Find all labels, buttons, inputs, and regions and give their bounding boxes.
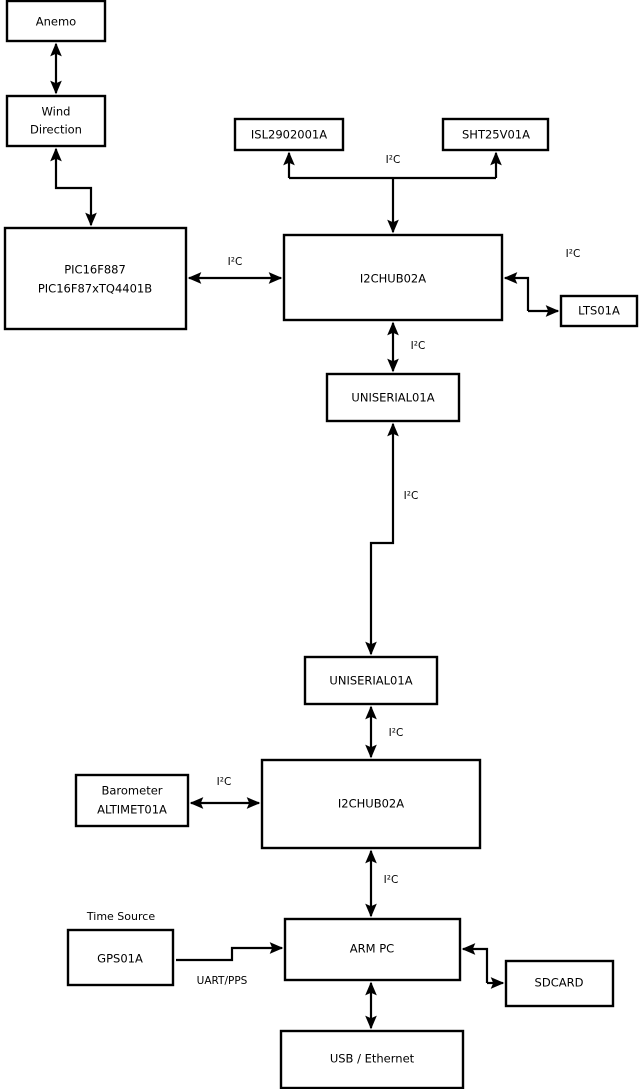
edge-label-uniserial-link: I²C bbox=[404, 490, 419, 502]
node-sht25v01a-label: SHT25V01A bbox=[462, 128, 530, 142]
node-isl2902001a[interactable]: ISL2902001A bbox=[233, 117, 345, 152]
node-uniserial01a-top[interactable]: UNISERIAL01A bbox=[325, 372, 461, 423]
edge-gps-armpc bbox=[176, 942, 284, 962]
node-pic-label-line2: PIC16F87xTQ4401B bbox=[38, 282, 152, 296]
edge-label-barometer-hub: I²C bbox=[217, 776, 232, 788]
node-arm-pc[interactable]: ARM PC bbox=[283, 917, 462, 982]
node-i2chub02a-top[interactable]: I2CHUB02A bbox=[282, 233, 504, 322]
node-wind-direction-label-line1: Wind bbox=[42, 105, 71, 119]
connector-layer bbox=[50, 42, 560, 1030]
node-i2chub02a-bottom-label: I2CHUB02A bbox=[338, 797, 404, 811]
node-lts01a-label: LTS01A bbox=[578, 304, 620, 318]
node-barometer-label-line2: ALTIMET01A bbox=[97, 803, 167, 817]
node-gps01a-label: GPS01A bbox=[97, 952, 143, 966]
edge-winddirection-pic bbox=[50, 147, 97, 227]
node-sdcard[interactable]: SDCARD bbox=[504, 959, 615, 1008]
node-isl2902001a-label: ISL2902001A bbox=[251, 128, 327, 142]
node-sdcard-label: SDCARD bbox=[535, 976, 584, 990]
node-pic[interactable]: PIC16F887 PIC16F87xTQ4401B bbox=[3, 226, 188, 331]
node-gps01a[interactable]: GPS01A bbox=[66, 928, 175, 987]
node-sht25v01a[interactable]: SHT25V01A bbox=[441, 117, 550, 152]
edge-uniserial-link bbox=[365, 422, 399, 656]
edge-label-hub-bottom-arm: I²C bbox=[384, 874, 399, 886]
node-barometer-label-line1: Barometer bbox=[101, 784, 162, 798]
node-i2chub02a-top-label: I2CHUB02A bbox=[360, 272, 426, 286]
node-uniserial01a-bottom-label: UNISERIAL01A bbox=[329, 674, 412, 688]
node-wind-direction-label-line2: Direction bbox=[30, 123, 82, 137]
edge-armpc-sdcard-in bbox=[461, 943, 489, 983]
edge-label-hub-uniserial: I²C bbox=[411, 340, 426, 352]
node-i2chub02a-bottom[interactable]: I2CHUB02A bbox=[260, 758, 482, 850]
edge-label-hub-lts: I²C bbox=[566, 248, 581, 260]
node-arm-pc-label: ARM PC bbox=[350, 942, 394, 956]
node-pic-label-line1: PIC16F887 bbox=[64, 263, 126, 277]
node-uniserial01a-top-label: UNISERIAL01A bbox=[351, 391, 434, 405]
edge-label-uniserial-hub-bottom: I²C bbox=[389, 727, 404, 739]
node-wind-direction[interactable]: Wind Direction bbox=[5, 94, 107, 148]
node-uniserial01a-bottom[interactable]: UNISERIAL01A bbox=[303, 655, 439, 706]
node-usb-ethernet[interactable]: USB / Ethernet bbox=[279, 1029, 465, 1089]
edge-label-isl-sht-bus: I²C bbox=[386, 154, 401, 166]
label-layer: Time Source I²C I²C I²C I²C I²C I²C I²C … bbox=[86, 154, 580, 987]
node-layer: Anemo Wind Direction PIC16F887 PIC16F87x… bbox=[3, 0, 639, 1089]
edge-label-pic-hub: I²C bbox=[228, 256, 243, 268]
node-usb-ethernet-label: USB / Ethernet bbox=[330, 1052, 415, 1066]
node-anemo[interactable]: Anemo bbox=[5, 0, 107, 43]
edge-label-gps-arm: UART/PPS bbox=[197, 975, 248, 987]
node-anemo-label: Anemo bbox=[36, 15, 76, 29]
node-lts01a[interactable]: LTS01A bbox=[559, 294, 639, 328]
edge-hubtop-lts-in bbox=[503, 272, 530, 311]
label-time-source: Time Source bbox=[86, 910, 155, 923]
node-barometer[interactable]: Barometer ALTIMET01A bbox=[74, 773, 190, 828]
